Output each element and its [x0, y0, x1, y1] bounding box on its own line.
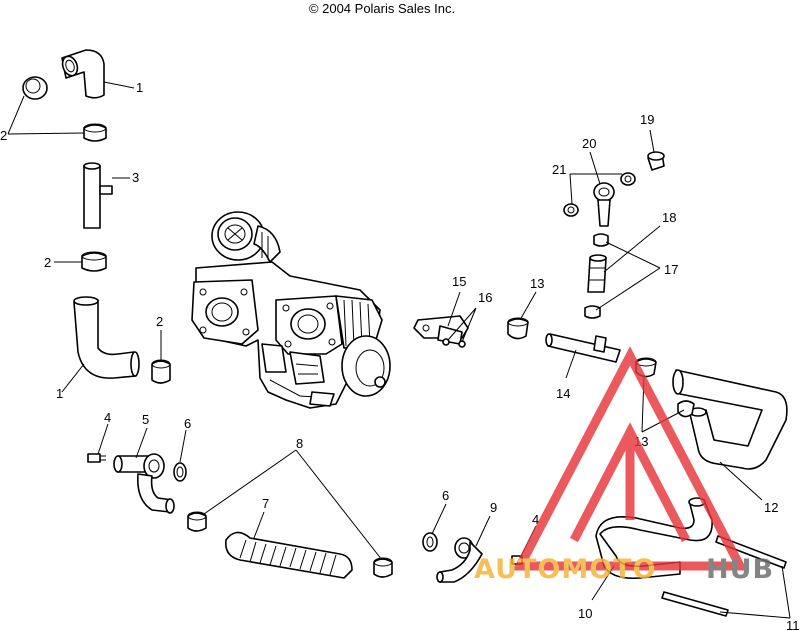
part-clamp-a	[187, 511, 207, 532]
part-fitting-9	[436, 537, 483, 583]
part-ring-c	[81, 251, 107, 272]
part-hose-18	[587, 254, 607, 293]
part-screw-a	[87, 453, 106, 463]
callout-4-right: 4	[532, 512, 539, 527]
part-clamp-13c	[677, 400, 695, 418]
part-elbow-upper	[61, 49, 105, 99]
watermark-logo: AUTOMOTO HUB	[474, 346, 774, 585]
callout-10: 10	[578, 606, 592, 621]
part-oring-a	[173, 462, 187, 482]
callout-13-upper: 13	[530, 276, 544, 291]
callout-1-upper: 1	[136, 80, 143, 95]
callout-18: 18	[662, 210, 676, 225]
part-washer-a	[563, 203, 579, 217]
callout-16: 16	[478, 290, 492, 305]
part-ring-a	[22, 76, 48, 100]
callout-17: 17	[664, 262, 678, 277]
part-clamp-13a	[507, 317, 529, 340]
part-rod-b	[661, 591, 729, 617]
part-elbow-lower	[73, 296, 140, 379]
callout-5: 5	[142, 412, 149, 427]
callout-15: 15	[452, 274, 466, 289]
watermark-inner-mark	[570, 422, 690, 543]
part-corrugated-hose	[224, 531, 353, 579]
callout-2-upper: 2	[0, 128, 7, 143]
part-bracket	[413, 315, 469, 348]
callout-2-middle: 2	[44, 255, 51, 270]
callout-2-right: 2	[156, 314, 163, 329]
part-ring-b	[83, 123, 107, 142]
callout-7: 7	[262, 496, 269, 511]
callout-6-right: 6	[442, 488, 449, 503]
callout-14: 14	[556, 386, 570, 401]
callout-12: 12	[764, 500, 778, 515]
part-tee-fitting	[83, 162, 113, 229]
part-tee-pipe	[545, 333, 621, 363]
copyright-text: © 2004 Polaris Sales Inc.	[309, 1, 455, 16]
part-washer-b	[620, 172, 636, 186]
callout-4-left: 4	[104, 410, 111, 425]
leader-lines	[7, 81, 791, 619]
watermark-brand-a: AUTOMOTO	[474, 554, 657, 585]
part-hose-12	[672, 369, 788, 470]
callout-11: 11	[786, 618, 800, 631]
part-clamp-b	[373, 557, 393, 578]
part-banjo-fitting	[593, 182, 615, 227]
watermark-brand-b: HUB	[706, 554, 774, 585]
callout-3: 3	[132, 170, 139, 185]
callout-1-lower: 1	[56, 386, 63, 401]
part-cap-b	[584, 305, 601, 319]
part-ring-d	[151, 359, 171, 384]
engine-assembly	[191, 211, 391, 409]
callout-21: 21	[552, 162, 566, 177]
part-bleed-screw	[647, 151, 665, 171]
part-oring-b	[422, 532, 438, 552]
callout-20: 20	[582, 136, 596, 151]
callout-9: 9	[490, 500, 497, 515]
part-fitting-elbow	[113, 453, 175, 514]
callout-8: 8	[296, 436, 303, 451]
part-cap-a	[593, 233, 609, 247]
callout-19: 19	[640, 112, 654, 127]
callout-6-left: 6	[184, 416, 191, 431]
watermark-triangle	[512, 346, 748, 571]
